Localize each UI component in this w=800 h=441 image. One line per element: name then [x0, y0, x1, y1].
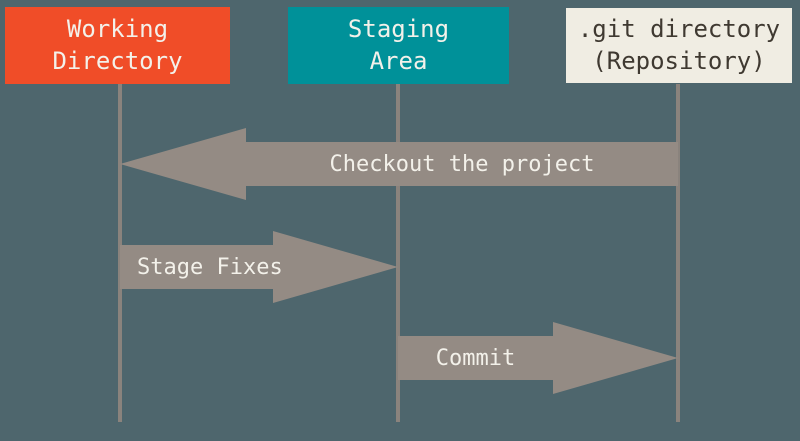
git-directory-label-line1: .git directory: [577, 15, 781, 44]
stage-fixes-arrow: Stage Fixes: [120, 231, 398, 303]
git-directory-label-line2: (Repository): [592, 46, 766, 75]
git-directory-lifeline: [676, 84, 680, 422]
staging-area-box: Staging Area: [288, 7, 509, 84]
checkout-arrow-label: Checkout the project: [329, 151, 595, 177]
commit-arrow: Commit: [398, 322, 678, 394]
working-directory-box: Working Directory: [5, 7, 230, 84]
stage-fixes-arrow-label: Stage Fixes: [137, 254, 283, 280]
working-directory-label-line2: Directory: [52, 46, 183, 75]
staging-area-label-line2: Area: [369, 46, 428, 75]
commit-arrow-label: Commit: [435, 345, 516, 371]
git-directory-box: .git directory (Repository): [566, 8, 792, 83]
staging-area-label-line1: Staging: [347, 15, 450, 44]
working-directory-label-line1: Working: [66, 15, 169, 44]
staging-area-lifeline: [396, 84, 400, 422]
